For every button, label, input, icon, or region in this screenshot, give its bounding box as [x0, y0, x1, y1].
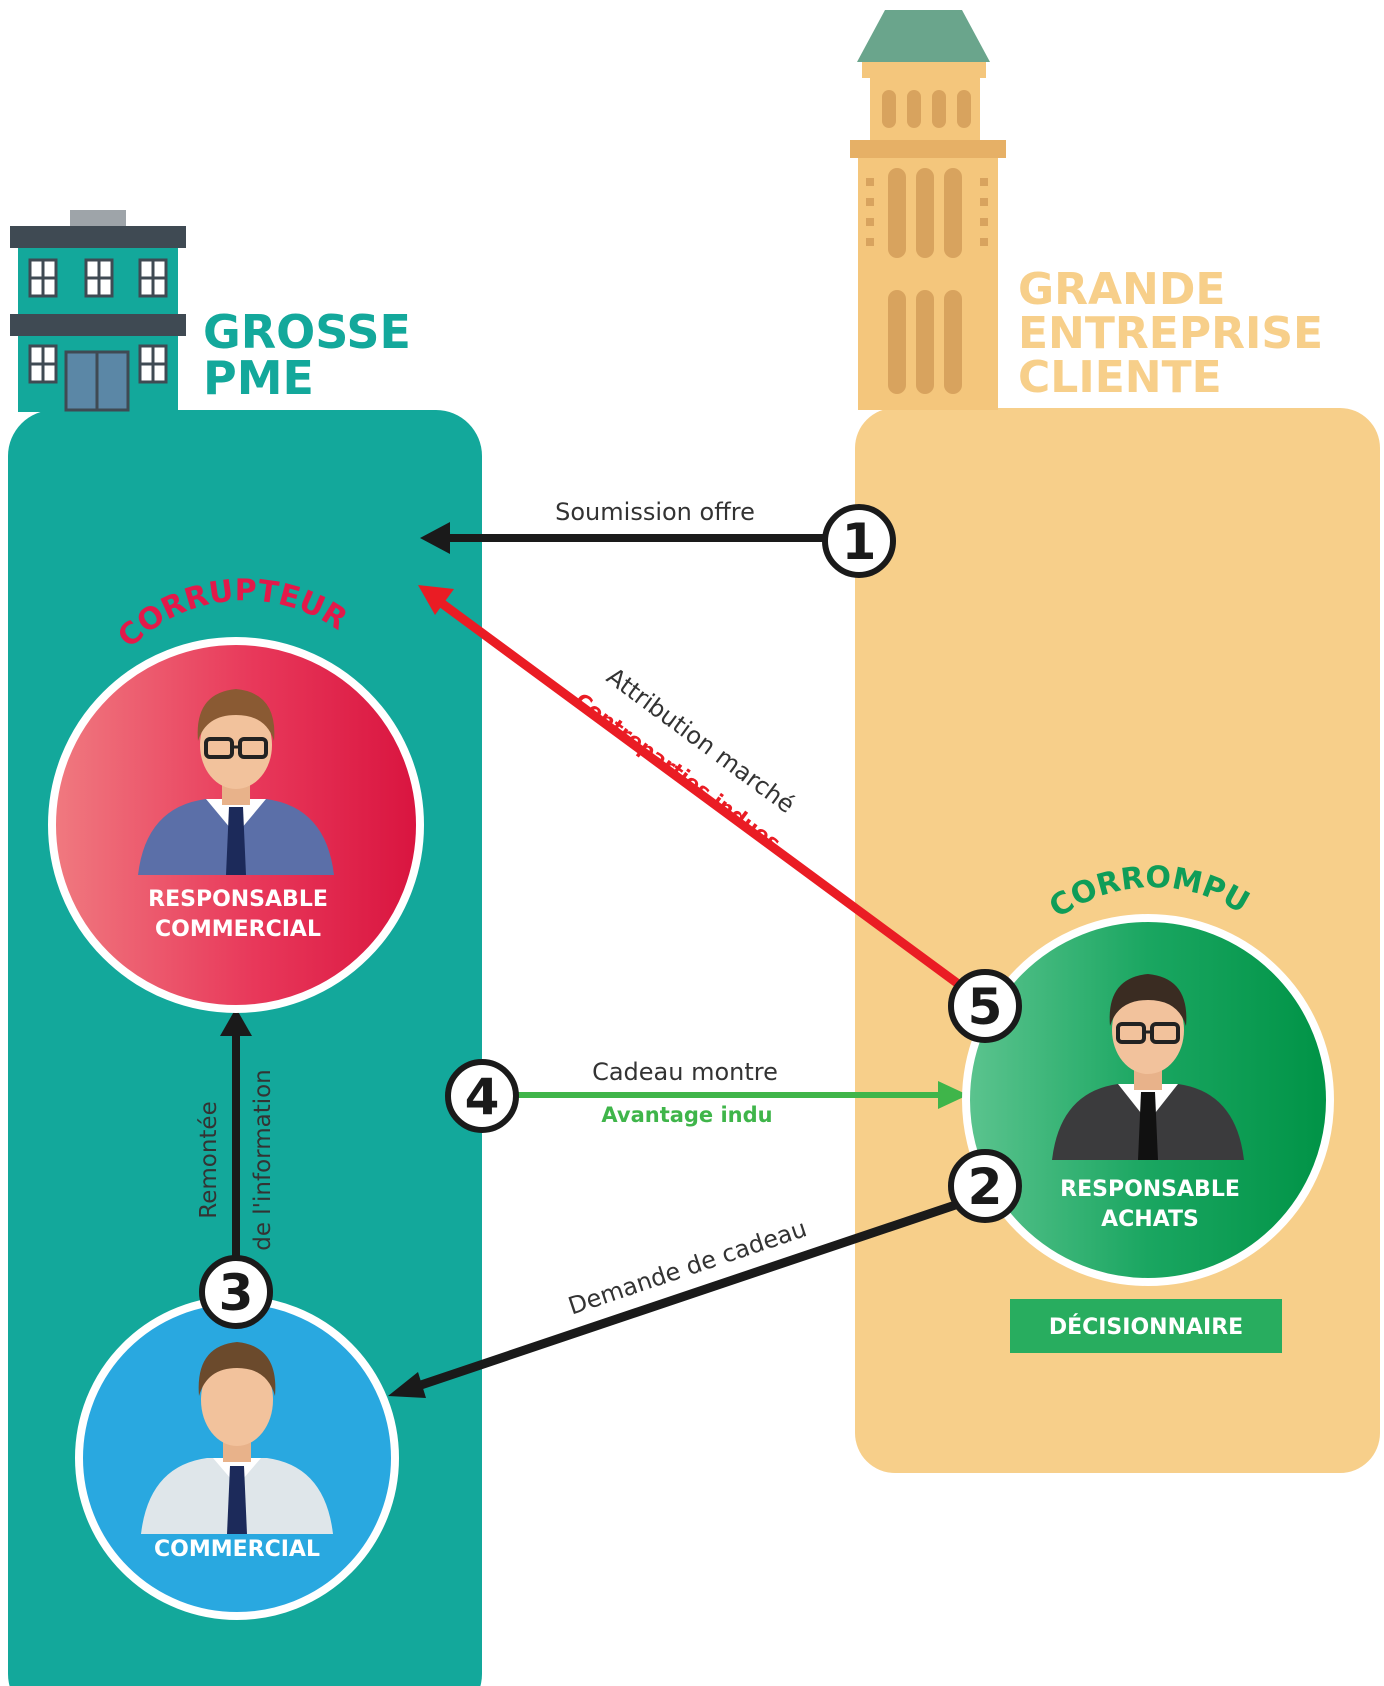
corrupteur-role-line1: RESPONSABLE [148, 887, 328, 912]
employee-avatar-icon [141, 1342, 333, 1534]
pme-title-line1: GROSSE [203, 305, 411, 359]
step-4-label: Cadeau montre [592, 1058, 778, 1086]
commercial-role: COMMERCIAL [154, 1537, 320, 1562]
businessman-dark-suit-avatar-icon [1052, 974, 1244, 1160]
step-badge-4: 4 [445, 1059, 519, 1133]
step-1-number: 1 [842, 513, 877, 571]
step-4-sublabel: Avantage indu [601, 1103, 772, 1127]
step-badge-1: 1 [822, 504, 896, 578]
step-2-number: 2 [968, 1158, 1003, 1216]
step-3-label-line1: Remontée [196, 1101, 222, 1218]
decisionnaire-badge-label: DÉCISIONNAIRE [1049, 1314, 1243, 1340]
step-3-number: 3 [219, 1264, 254, 1322]
arrow-step-4 [510, 1081, 968, 1109]
step-1-label: Soumission offre [555, 498, 755, 526]
corrompu-role-line2: ACHATS [1101, 1207, 1199, 1232]
step-4-number: 4 [465, 1068, 500, 1126]
pme-title-line2: PME [203, 351, 314, 405]
step-badge-5: 5 [948, 969, 1022, 1043]
step-badge-2: 2 [948, 1149, 1022, 1223]
arrow-step-2 [388, 1190, 987, 1398]
step-badge-3: 3 [199, 1255, 273, 1329]
step-5-number: 5 [968, 978, 1003, 1036]
arrow-step-3 [220, 1008, 252, 1295]
pme-building-icon [10, 210, 186, 412]
arrow-step-5 [418, 585, 983, 1004]
client-tower-icon [850, 10, 1006, 410]
businessman-glasses-avatar-icon [138, 689, 334, 875]
step-3-label-line2: de l'information [250, 1069, 276, 1251]
client-title-line3: CLIENTE [1018, 352, 1222, 403]
client-title-line2: ENTREPRISE [1018, 308, 1323, 359]
arrow-step-1 [420, 522, 830, 554]
corrompu-role-line1: RESPONSABLE [1060, 1177, 1240, 1202]
client-title-line1: GRANDE [1018, 264, 1225, 315]
corrupteur-role-line2: COMMERCIAL [155, 917, 321, 942]
decisionnaire-badge [1010, 1299, 1282, 1353]
